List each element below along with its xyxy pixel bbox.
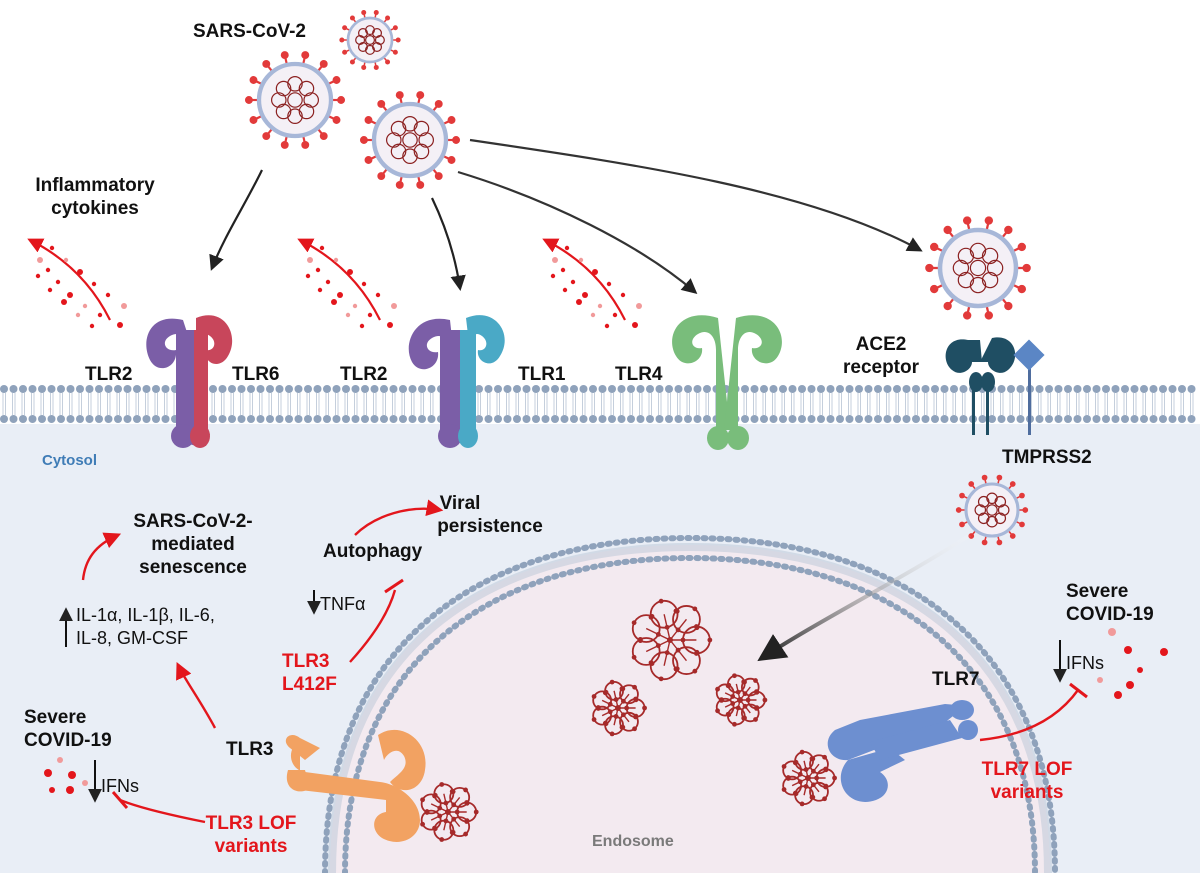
viral-line-1: Viral [439, 493, 481, 514]
severe-right-line-2: COVID-19 [1066, 604, 1154, 625]
senescence-label: SARS-CoV-2- mediated senescence [108, 510, 278, 579]
inflammatory-cytokines-label: Inflammatory cytokines [30, 174, 160, 220]
ace2-receptor [945, 337, 1016, 435]
autophagy-label: Autophagy [323, 541, 423, 562]
regulation-arrows [59, 590, 1067, 803]
sars-cov-2-virions [244, 10, 1031, 546]
tmprss2-protease [1013, 339, 1045, 435]
cytokine-release [27, 238, 642, 329]
tlr1-label: TLR1 [518, 364, 566, 385]
tlr3-lof-line-2: variants [214, 836, 288, 857]
cytosol-label: Cytosol [42, 452, 98, 469]
tlr3-l412f-line-1: TLR3 [282, 651, 330, 672]
ace2-receptor-label: ACE2 receptor [835, 333, 927, 379]
tlr7-lof-label: TLR7 LOF variants [972, 758, 1082, 804]
tnfa-label: TNFα [320, 594, 366, 614]
senescence-line-3: senescence [139, 557, 247, 578]
tlr3-receptor [285, 729, 426, 842]
viral-persistence-label: Viral persistence [420, 492, 560, 538]
tlr3-lof-label: TLR3 LOF variants [200, 812, 302, 858]
cytokine-list-label: IL-1α, IL-1β, IL-6, IL-8, GM-CSF [76, 604, 215, 650]
ifns-left-label: IFNs [101, 776, 139, 796]
tlr2-tlr6-receptor [146, 315, 233, 448]
tlr7-lof-line-1: TLR7 LOF [981, 759, 1073, 780]
virus-label: SARS-CoV-2 [193, 21, 306, 42]
endosome-label: Endosome [592, 833, 674, 850]
tlr6-label: TLR6 [232, 364, 280, 385]
interferon-dots [44, 628, 1168, 794]
ace2-line-2: receptor [842, 357, 920, 378]
ace2-line-1: ACE2 [855, 334, 907, 355]
tlr2-tlr1-receptor [408, 315, 505, 448]
signaling-arrows [81, 499, 1088, 824]
tlr3-l412f-line-2: L412F [282, 674, 337, 695]
cytokines-line-2: IL-8, GM-CSF [76, 628, 189, 648]
severe-left-line-2: COVID-19 [24, 730, 112, 751]
severe-covid-left-label: Severe COVID-19 [24, 706, 112, 752]
severe-covid-right-label: Severe COVID-19 [1066, 580, 1154, 626]
senescence-line-2: mediated [151, 534, 235, 555]
tlr4-receptor [672, 315, 782, 450]
inflammatory-line-1: Inflammatory [35, 175, 155, 196]
severe-right-line-1: Severe [1066, 581, 1129, 602]
tlr3-label: TLR3 [226, 739, 274, 760]
cytokines-line-1: IL-1α, IL-1β, IL-6, [76, 605, 215, 625]
tlr3-lof-line-1: TLR3 LOF [205, 813, 297, 834]
tlr2-label-a: TLR2 [85, 364, 133, 385]
tlr2-label-b: TLR2 [340, 364, 388, 385]
tlr7-receptor [827, 700, 978, 802]
tlr7-lof-line-2: variants [990, 782, 1064, 803]
tlr3-l412f-label: TLR3 L412F [282, 650, 337, 696]
tlr4-label: TLR4 [615, 364, 663, 385]
tmprss2-label: TMPRSS2 [1002, 447, 1092, 468]
viral-line-2: persistence [437, 516, 543, 537]
senescence-line-1: SARS-CoV-2- [133, 511, 253, 532]
inflammatory-line-2: cytokines [51, 198, 139, 219]
ifns-right-label: IFNs [1066, 653, 1104, 673]
virus-binding-arrows [209, 138, 972, 662]
viral-rna [420, 598, 837, 842]
severe-left-line-1: Severe [24, 707, 87, 728]
tlr7-label: TLR7 [932, 669, 980, 690]
